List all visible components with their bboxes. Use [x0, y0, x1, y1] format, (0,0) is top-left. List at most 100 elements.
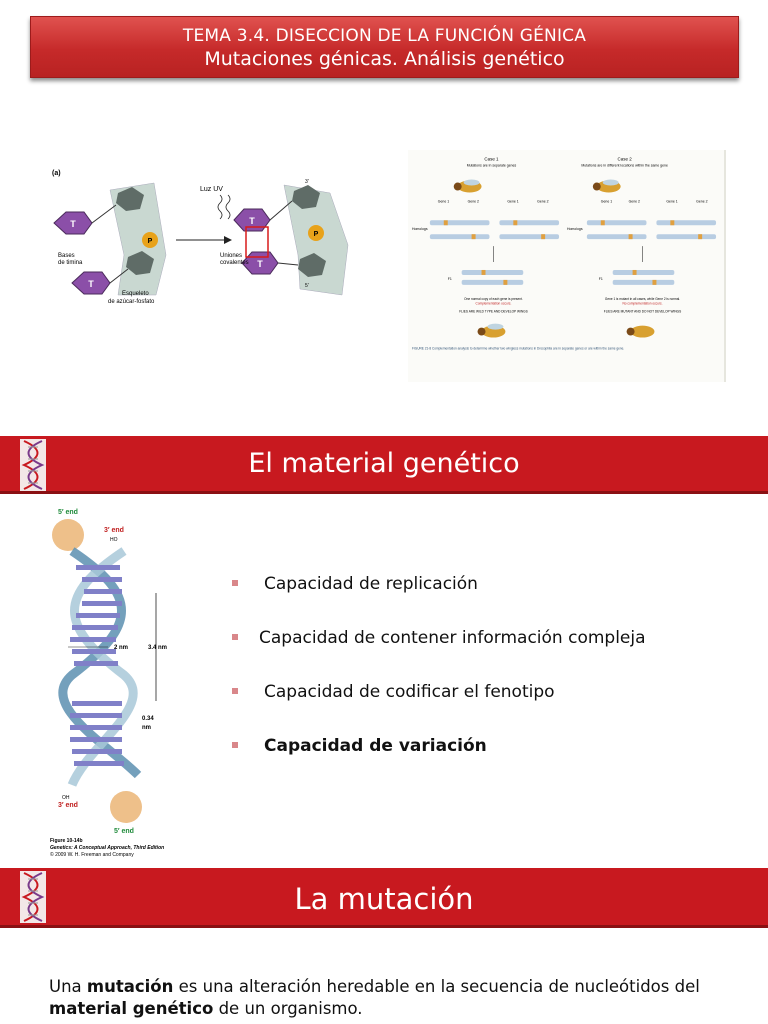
- bases-label-1: Bases: [58, 253, 75, 259]
- uniones-label-1: Uniones: [220, 253, 242, 259]
- sugar-pentagon-bottom-left: [126, 251, 154, 275]
- gene-markers: [443, 220, 703, 285]
- case1-result: One normal copy of each gene is present.: [464, 297, 523, 301]
- bond-line: [269, 200, 293, 221]
- f1-label: F1: [448, 277, 452, 281]
- f1-label: F1: [599, 277, 603, 281]
- section-bar-material: El material genético: [0, 436, 768, 494]
- thymine-dimer-bottom-label: T: [257, 259, 263, 269]
- list-item: Capacidad de contener información comple…: [228, 628, 748, 682]
- fig-label-a: (a): [52, 170, 61, 177]
- oh-label: OH: [62, 795, 70, 801]
- dim-34-label: 3.4 nm: [148, 645, 167, 651]
- bullet-square-icon: [232, 688, 238, 694]
- thymine-left-top-label: T: [70, 219, 76, 229]
- figure-caption: FIGURE 21-8 Complementation analysis to …: [412, 346, 624, 350]
- section-title-mutacion: La mutación: [294, 882, 474, 916]
- case1-subtitle: Mutations are in separate genes: [467, 164, 517, 168]
- phosphate-right: [308, 225, 324, 241]
- bullet-text: Capacidad de variación: [264, 736, 487, 756]
- case2-subtitle: Mutations are in different locations wit…: [581, 164, 668, 168]
- ho-label: HO: [110, 537, 118, 543]
- list-item: Capacidad de replicación: [228, 574, 748, 628]
- dim-2-label: 2 nm: [114, 645, 128, 651]
- definition-text: es una alteración heredable en la secuen…: [173, 977, 700, 996]
- definition-text: Una: [49, 977, 87, 996]
- covalent-bond-highlight: [245, 226, 269, 258]
- sugar-pentagon-top-left: [116, 187, 144, 211]
- title-banner: TEMA 3.4. DISECCION DE LA FUNCIÓN GÉNICA…: [30, 16, 739, 78]
- bullet-square-icon: [232, 634, 238, 640]
- bond-line: [277, 262, 299, 266]
- definition-term-mutacion: mutación: [86, 977, 174, 996]
- fly-icon: [626, 325, 655, 338]
- figure-number: Figure 10-14b: [50, 838, 83, 844]
- case1-result2: Complementation occurs.: [476, 302, 512, 306]
- gene1-label: Gene 1: [666, 199, 677, 203]
- complementation-figure: Case 1 Mutations are in separate genes C…: [408, 150, 726, 382]
- properties-list: Capacidad de replicación Capacidad de co…: [228, 574, 748, 790]
- phosphate-left: [142, 232, 158, 248]
- phosphate-right-label: P: [314, 231, 319, 238]
- uv-wave-icon: [217, 194, 223, 220]
- gene2-label: Gene 2: [696, 199, 707, 203]
- phosphate-bottom: [110, 791, 142, 823]
- double-helix-figure: 5′ end 3′ end HO 3.4 nm 2 nm 0.34 nm OH …: [50, 509, 167, 858]
- five-end-bottom: 5′ end: [114, 828, 134, 835]
- uv-wave-icon: [225, 194, 231, 220]
- bullet-text: Capacidad de replicación: [264, 574, 478, 594]
- case2-result: Gene 1 is mutant in all cases, while Gen…: [605, 297, 680, 301]
- section-bar-mutacion: La mutación: [0, 868, 768, 928]
- thymine-dimer-figure: (a) P T T Bases de timina Esqueleto de a…: [52, 170, 349, 305]
- bullet-text: Capacidad de codificar el fenotipo: [264, 682, 555, 702]
- helix-strand-b: [67, 547, 138, 787]
- luz-uv-label: Luz UV: [200, 186, 223, 193]
- thymine-dimer-top-label: T: [249, 216, 255, 226]
- gene1-label: Gene 1: [601, 199, 612, 203]
- gene2-label: Gene 2: [537, 199, 548, 203]
- gene1-label: Gene 1: [438, 199, 449, 203]
- section-title-material: El material genético: [248, 448, 520, 479]
- figure-book: Genetics: A Conceptual Approach, Third E…: [50, 845, 164, 851]
- list-item: Capacidad de variación: [228, 736, 748, 790]
- dna-logo-icon: [20, 439, 46, 491]
- prime-5-label: 5': [305, 283, 309, 289]
- uniones-label-2: covalentes: [220, 260, 249, 266]
- backbone-ribbon-left: [109, 182, 167, 296]
- base-pairs: [70, 565, 124, 766]
- bullet-square-icon: [232, 580, 238, 586]
- sugar-pentagon-bottom-right: [298, 253, 326, 277]
- gene2-label: Gene 2: [468, 199, 479, 203]
- fly-icon: [477, 323, 506, 338]
- title-main: TEMA 3.4. DISECCION DE LA FUNCIÓN GÉNICA: [182, 26, 587, 46]
- title-subtitle: Mutaciones génicas. Análisis genético: [204, 48, 565, 70]
- three-end-bottom: 3′ end: [58, 802, 78, 809]
- bullet-square-icon: [232, 742, 238, 748]
- case2-flies: FLIES ARE MUTANT AND DO NOT DEVELOP WING…: [604, 310, 681, 314]
- thymine-left-bottom-label: T: [88, 279, 94, 289]
- homologs-label: Homologs: [567, 227, 583, 231]
- case1-flies: FLIES ARE WILD TYPE AND DEVELOP WINGS: [459, 310, 527, 314]
- dim-nm-label: nm: [142, 725, 151, 731]
- bullet-text: Capacidad de contener información comple…: [259, 628, 646, 648]
- chromosome-bars: [429, 220, 717, 285]
- fly-icon: [592, 179, 621, 193]
- list-item: Capacidad de codificar el fenotipo: [228, 682, 748, 736]
- esqueleto-label-2: de azúcar-fosfato: [108, 299, 155, 305]
- bond-line: [109, 268, 129, 284]
- fly-icon: [453, 179, 482, 193]
- dna-logo-icon: [20, 871, 46, 923]
- mutation-definition: Una mutación es una alteración heredable…: [49, 976, 749, 1020]
- definition-text: de un organismo.: [213, 999, 363, 1018]
- three-end-top: 3′ end: [104, 527, 124, 534]
- phosphate-left-label: P: [148, 238, 153, 245]
- bond-line: [91, 204, 117, 224]
- five-end-top: 5′ end: [58, 509, 78, 516]
- definition-term-material: material genético: [49, 999, 214, 1018]
- gene2-label: Gene 2: [629, 199, 640, 203]
- case2-title: Case 2: [618, 157, 633, 162]
- esqueleto-label-1: Esqueleto: [122, 291, 149, 297]
- bases-label-2: de timina: [58, 260, 83, 266]
- phosphate-top: [52, 519, 84, 551]
- figure-copyright: © 2009 W. H. Freeman and Company: [50, 851, 134, 858]
